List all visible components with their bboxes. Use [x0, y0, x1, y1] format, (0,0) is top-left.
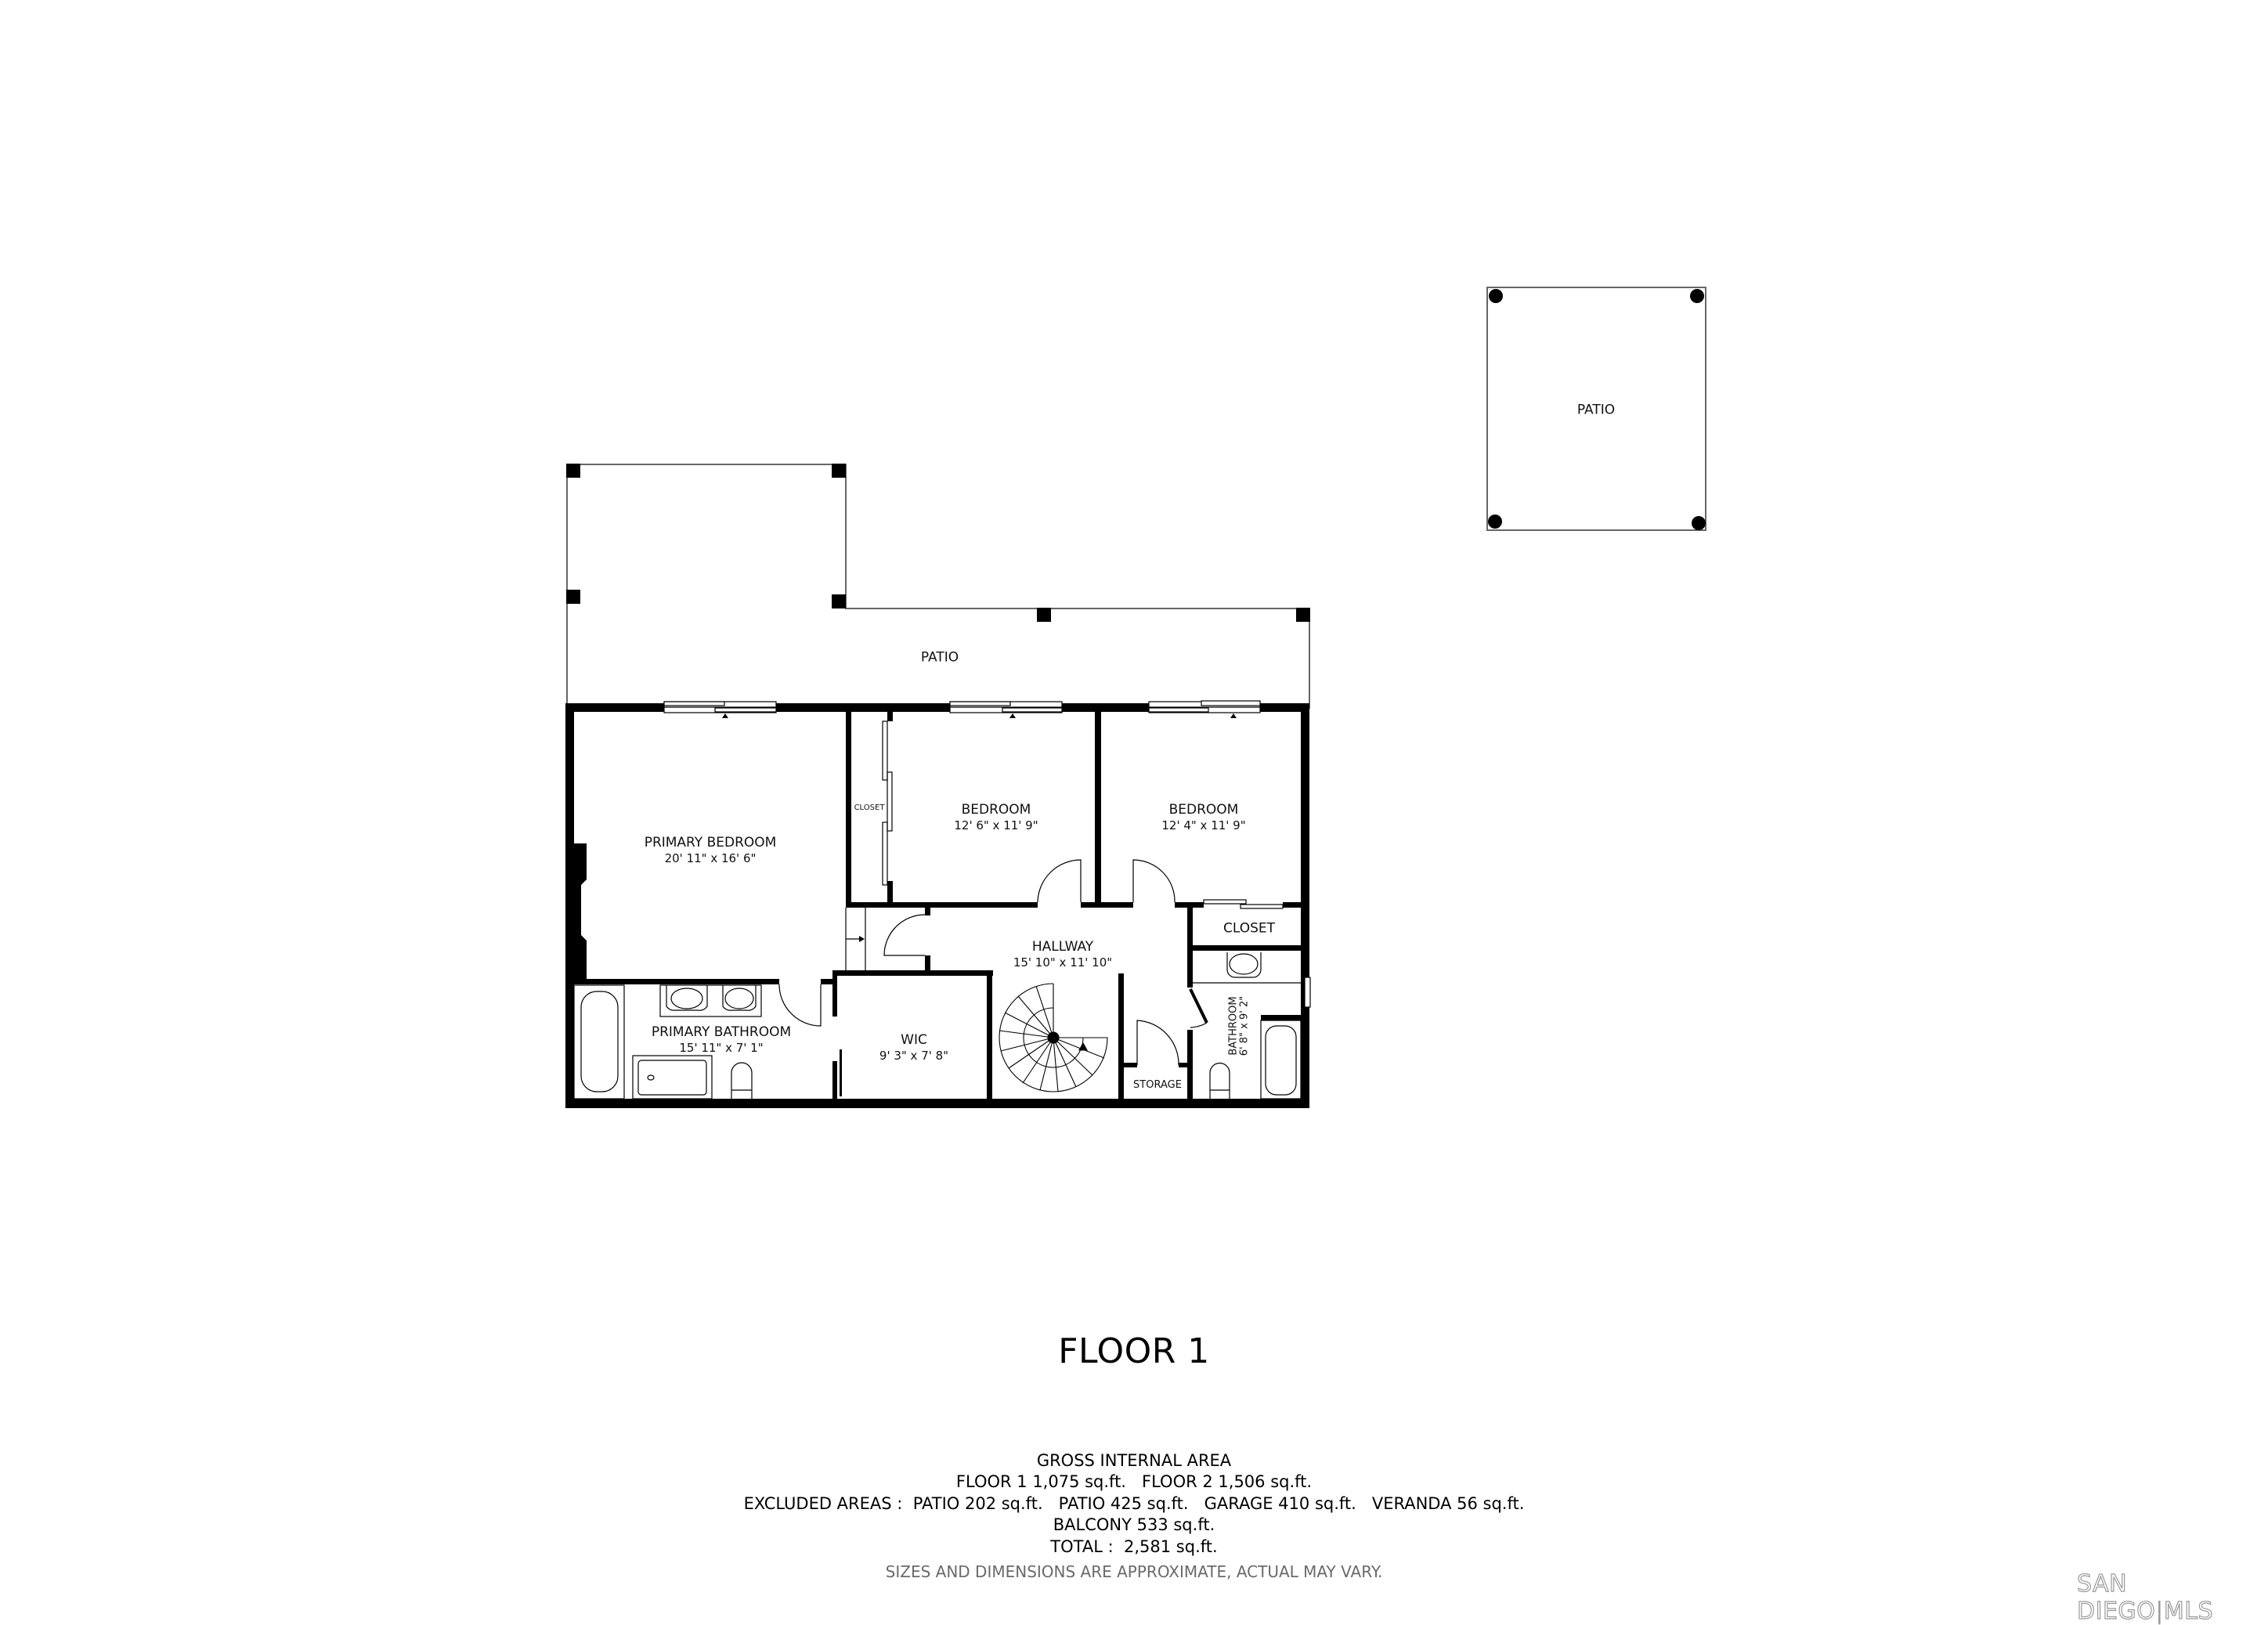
- room-dimensions: 15' 11" x 7' 1": [679, 1041, 764, 1056]
- column-icon: [1488, 515, 1502, 529]
- room-name: BEDROOM: [1168, 802, 1239, 818]
- room-dimensions: 12' 6" x 11' 9": [954, 818, 1038, 833]
- area-balcony-line: BALCONY 533 sq.ft.: [1053, 1515, 1215, 1535]
- room-label-bedroom-2: BEDROOM 12' 4" x 11' 9": [1161, 802, 1245, 833]
- room-name: PRIMARY BATHROOM: [651, 1024, 792, 1040]
- san-diego-mls-logo: SAN DIEGO|MLS: [2076, 1569, 2268, 1625]
- room-label-closet-small: CLOSET: [854, 803, 885, 812]
- room-name: WIC: [901, 1032, 927, 1048]
- area-floors-line: FLOOR 1 1,075 sq.ft. FLOOR 2 1,506 sq.ft…: [955, 1472, 1313, 1492]
- column-icon: [1690, 289, 1704, 303]
- room-dimensions: 12' 4" x 11' 9": [1161, 818, 1246, 833]
- markers: [722, 713, 1237, 942]
- room-dimensions: 9' 3" x 7' 8": [879, 1049, 949, 1063]
- column-icon: [566, 590, 580, 604]
- room-label-bedroom-1: BEDROOM 12' 6" x 11' 9": [954, 802, 1038, 833]
- room-label-bathroom: BATHROOM 6' 8" x 9' 2": [1227, 995, 1251, 1056]
- interior-walls: [574, 712, 1301, 1101]
- spiral-staircase: [999, 983, 1108, 1092]
- logo-separator: |: [2155, 1598, 2164, 1625]
- room-dimensions: 20' 11" x 16' 6": [664, 851, 757, 866]
- area-heading: GROSS INTERNAL AREA: [1036, 1451, 1232, 1470]
- room-label-closet: CLOSET: [1222, 920, 1276, 937]
- disclaimer: SIZES AND DIMENSIONS ARE APPROXIMATE, AC…: [885, 1562, 1383, 1582]
- area-total-line: TOTAL : 2,581 sq.ft.: [1050, 1537, 1218, 1556]
- column-icon: [1692, 516, 1706, 530]
- column-icon: [1037, 608, 1051, 622]
- column-icon: [1489, 289, 1503, 303]
- area-excluded-line: EXCLUDED AREAS : PATIO 202 sq.ft. PATIO …: [743, 1493, 1525, 1513]
- column-icon: [832, 464, 846, 478]
- detached-patio: [1486, 287, 1706, 531]
- room-dimensions: 15' 10" x 11' 10": [1013, 955, 1113, 970]
- room-label-patio-main: PATIO: [920, 649, 959, 666]
- main-patio: [566, 464, 1310, 709]
- room-label-storage: STORAGE: [1133, 1078, 1182, 1091]
- room-label-wic: WIC 9' 3" x 7' 8": [879, 1032, 948, 1063]
- floor-title: FLOOR 1: [1058, 1331, 1210, 1371]
- room-label-primary-bedroom: PRIMARY BEDROOM 20' 11" x 16' 6": [645, 835, 777, 866]
- room-dimensions: 6' 8" x 9' 2": [1239, 995, 1251, 1056]
- room-name: BATHROOM: [1227, 996, 1240, 1056]
- fixtures: [573, 720, 1302, 1100]
- area-summary: GROSS INTERNAL AREA FLOOR 1 1,075 sq.ft.…: [0, 1450, 2268, 1583]
- logo-text-right: MLS: [2163, 1597, 2214, 1625]
- room-name: HALLWAY: [1031, 939, 1094, 955]
- column-icon: [566, 464, 580, 478]
- room-label-patio-detached: PATIO: [1576, 402, 1616, 418]
- room-name: BEDROOM: [961, 802, 1031, 818]
- logo-text-left: SAN DIEGO: [2076, 1569, 2156, 1625]
- room-label-hallway: HALLWAY 15' 10" x 11' 10": [1013, 939, 1112, 970]
- windows: [663, 700, 1311, 1008]
- room-label-primary-bathroom: PRIMARY BATHROOM 15' 11" x 7' 1": [652, 1024, 791, 1056]
- column-icon: [1296, 608, 1310, 622]
- column-icon: [832, 594, 846, 608]
- room-name: PRIMARY BEDROOM: [644, 835, 777, 850]
